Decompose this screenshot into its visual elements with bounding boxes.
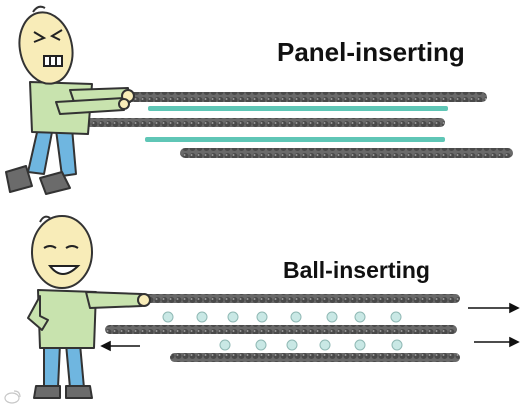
ball-inserting-label: Ball-inserting [283,257,430,283]
straining-figure [5,5,135,195]
graphene-sheet-bottom-2 [105,325,457,334]
arrow-right-icon [468,302,520,314]
graphene-sheet-top-3 [180,148,513,158]
inserted-panel-1 [148,106,448,111]
smiling-face [43,245,81,275]
panel-inserting-label: Panel-inserting [277,37,465,67]
ball-inserting-scene [27,215,520,399]
graphene-sheet-bottom-1 [140,294,460,303]
straining-face [33,29,63,67]
smiling-figure [27,215,151,399]
graphene-sheet-top-2 [85,118,445,127]
arrow-right-icon [474,336,520,348]
inserted-balls-row-2 [219,339,403,351]
weibo-logo-icon [4,390,21,404]
graphene-sheet-top-1 [122,92,487,102]
graphene-sheet-bottom-3 [170,353,460,362]
panel-inserting-scene [5,5,513,195]
arrow-left-icon [100,340,140,352]
inserted-panel-2 [145,137,445,142]
inserted-balls-row-1 [162,311,402,323]
